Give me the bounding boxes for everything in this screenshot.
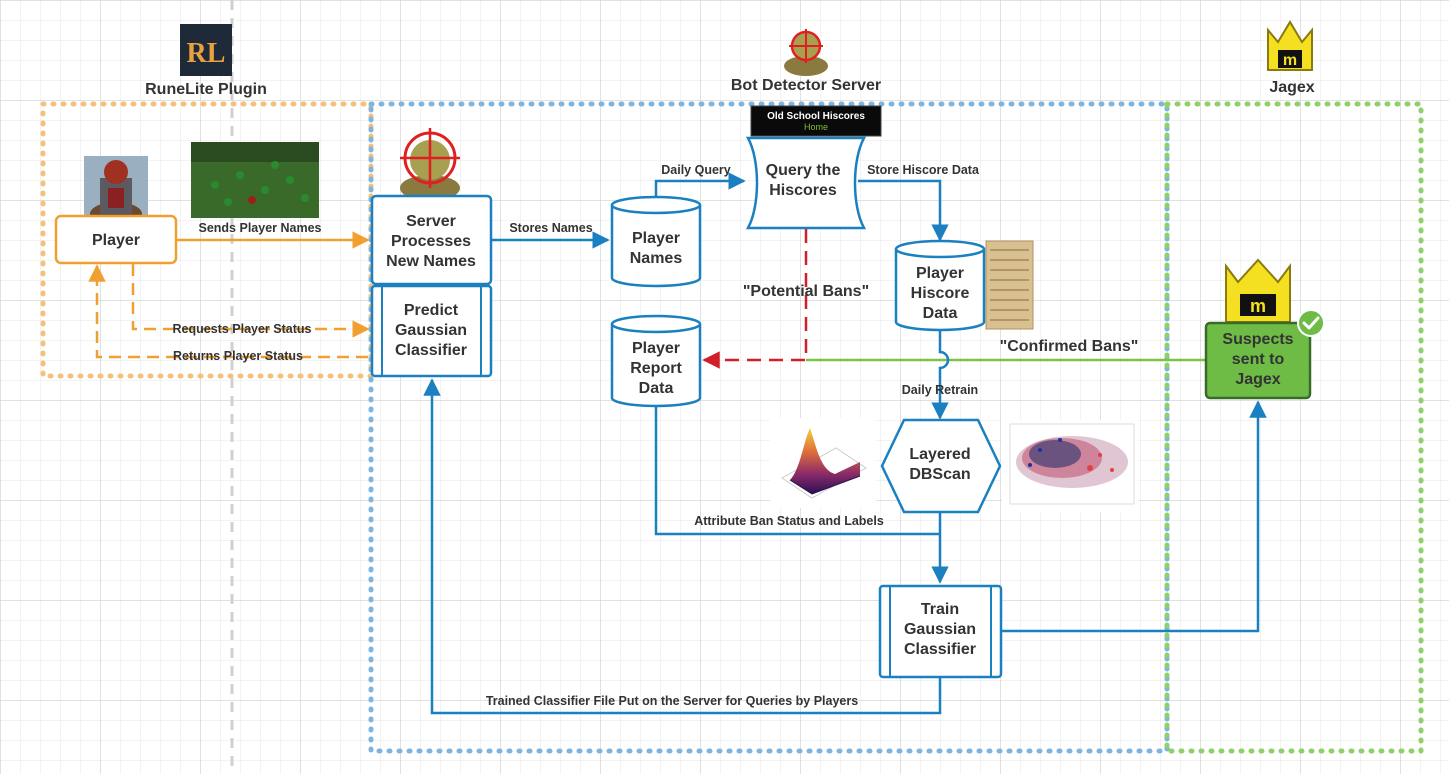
edge-trained-classifier bbox=[423, 378, 942, 715]
edge-daily-query bbox=[654, 172, 746, 200]
player-report-data-node bbox=[610, 314, 702, 408]
label-returns-player-status: Returns Player Status bbox=[173, 349, 303, 363]
predict-line3: Classifier bbox=[395, 342, 467, 359]
label-trained-classifier: Trained Classifier File Put on the Serve… bbox=[486, 694, 858, 708]
server-processes-line2: Processes bbox=[391, 233, 471, 250]
train-line2: Gaussian bbox=[904, 621, 976, 638]
bot-detector-icon bbox=[400, 128, 460, 201]
hiscores-banner: Old School Hiscores Home bbox=[750, 105, 882, 137]
label-daily-retrain: Daily Retrain bbox=[902, 383, 978, 397]
hiscore-table-image bbox=[985, 240, 1034, 330]
runelite-logo: RL bbox=[180, 24, 232, 76]
jagex-crown-logo: m bbox=[1267, 20, 1313, 71]
label-daily-query: Daily Query bbox=[661, 163, 731, 177]
jagex-crown-icon: m bbox=[1225, 258, 1291, 323]
runelite-zone-title: RuneLite Plugin bbox=[145, 81, 267, 98]
player-report-line1: Player bbox=[632, 340, 680, 357]
bot-detector-logo bbox=[784, 29, 828, 76]
label-store-hiscore-data: Store Hiscore Data bbox=[867, 163, 980, 177]
predict-line1: Predict bbox=[404, 302, 459, 319]
player-names-line2: Names bbox=[630, 250, 683, 267]
query-hiscores-node bbox=[745, 136, 867, 230]
layered-dbscan-node bbox=[880, 418, 1002, 514]
edge-store-hiscore-data bbox=[858, 179, 949, 242]
edge-report-to-train bbox=[654, 405, 940, 536]
label-stores-names: Stores Names bbox=[509, 221, 592, 235]
svg-text:Home: Home bbox=[804, 122, 828, 132]
edge-requests-player-status bbox=[131, 264, 370, 338]
suspects-line2: sent to bbox=[1232, 351, 1285, 368]
train-line1: Train bbox=[921, 601, 959, 618]
scatter-plot-image bbox=[1002, 420, 1138, 512]
train-classifier-node bbox=[878, 584, 1003, 679]
server-zone-title: Bot Detector Server bbox=[731, 77, 881, 94]
edge-potential-bans bbox=[702, 229, 808, 369]
server-processes-line1: Server bbox=[406, 213, 456, 230]
svg-text:m: m bbox=[1250, 296, 1266, 316]
player-hiscore-line1: Player bbox=[916, 265, 964, 282]
surface-plot-image bbox=[770, 418, 876, 508]
label-potential-bans: "Potential Bans" bbox=[743, 283, 869, 300]
dbscan-line1: Layered bbox=[909, 446, 970, 463]
label-attribute-ban-status: Attribute Ban Status and Labels bbox=[694, 514, 884, 528]
check-icon bbox=[1297, 309, 1325, 337]
dbscan-line2: DBScan bbox=[909, 466, 970, 483]
train-line3: Classifier bbox=[904, 641, 976, 658]
suspects-node bbox=[1204, 321, 1312, 400]
query-hiscores-line1: Query the bbox=[766, 162, 841, 179]
svg-text:m: m bbox=[1283, 52, 1297, 69]
server-processes-line3: New Names bbox=[386, 253, 476, 270]
player-report-line2: Report bbox=[630, 360, 682, 377]
edge-daily-retrain bbox=[931, 330, 950, 420]
suspects-line1: Suspects bbox=[1222, 331, 1293, 348]
jagex-zone bbox=[1164, 101, 1424, 754]
label-requests-player-status: Requests Player Status bbox=[173, 322, 312, 336]
svg-text:RL: RL bbox=[187, 38, 226, 69]
player-hiscore-line3: Data bbox=[923, 305, 958, 322]
game-screenshot-image bbox=[191, 142, 319, 218]
jagex-zone-title: Jagex bbox=[1269, 79, 1314, 96]
predict-classifier-node bbox=[370, 284, 493, 378]
player-names-node bbox=[610, 195, 702, 288]
player-report-line3: Data bbox=[639, 380, 674, 397]
player-hiscore-line2: Hiscore bbox=[911, 285, 970, 302]
predict-line2: Gaussian bbox=[395, 322, 467, 339]
label-confirmed-bans: "Confirmed Bans" bbox=[1000, 338, 1139, 355]
player-hiscore-data-node bbox=[894, 239, 986, 332]
label-sends-player-names: Sends Player Names bbox=[199, 221, 322, 235]
svg-text:Old School Hiscores: Old School Hiscores bbox=[767, 111, 865, 122]
server-processes-node bbox=[370, 194, 493, 286]
edge-returns-player-status bbox=[88, 264, 368, 359]
player-node bbox=[54, 214, 178, 265]
player-node-label: Player bbox=[92, 232, 140, 249]
edge-train-to-suspects bbox=[1001, 400, 1267, 633]
suspects-line3: Jagex bbox=[1235, 371, 1280, 388]
player-names-line1: Player bbox=[632, 230, 680, 247]
query-hiscores-line2: Hiscores bbox=[769, 182, 837, 199]
